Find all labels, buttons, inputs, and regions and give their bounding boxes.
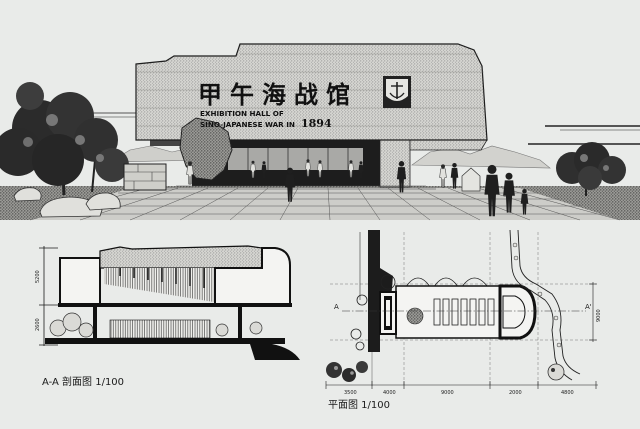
entrance-steps <box>166 185 436 190</box>
rock-outlines <box>350 274 396 351</box>
stone-wall <box>123 163 167 191</box>
axis-marker-right: A' <box>585 303 592 311</box>
plan-dim-4800: 4800 <box>561 390 574 396</box>
ground-mound <box>250 344 300 360</box>
building-title-chinese: 甲午海战馆 <box>198 80 358 109</box>
tree-left <box>0 82 129 196</box>
right-wall-base <box>409 139 488 151</box>
section-drawing: 5200 2600 A-A 剖面图 1/100 <box>35 245 300 388</box>
plan-dim-right: 9000 <box>596 309 602 322</box>
small-house-right <box>461 167 481 192</box>
distant-mountains-right <box>411 145 551 169</box>
building-title-english-line1: EXHIBITION HALL OF <box>200 109 284 118</box>
column-left <box>93 307 97 339</box>
plan-title: 平面图 1/100 <box>328 399 390 411</box>
stepping-stones <box>512 242 562 348</box>
plan-dim-4000: 4000 <box>383 390 396 396</box>
plan-dimension-line-right <box>589 282 597 342</box>
tree-right <box>556 142 626 196</box>
right-pier <box>379 139 411 188</box>
plan-drawing: A A' 3500 4000 9000 2000 4800 9000 平面图 1… <box>325 229 602 411</box>
interior-rock <box>406 307 424 325</box>
plan-dim-2000: 2000 <box>509 390 522 396</box>
floor-slab <box>58 303 292 307</box>
section-dim-5200: 5200 <box>35 270 41 283</box>
plan-dimension-line-bottom <box>325 381 598 389</box>
foreground-rocks <box>13 187 121 218</box>
right-room <box>214 247 291 306</box>
ground-line <box>45 338 285 344</box>
porch-interior <box>228 148 363 170</box>
stair-core-inner <box>386 300 390 326</box>
section-shrubs <box>49 312 263 338</box>
left-room <box>59 257 101 306</box>
seating-rows <box>433 298 495 326</box>
stage <box>502 295 526 329</box>
seat-backs <box>119 268 205 288</box>
section-dim-2600: 2600 <box>35 318 41 331</box>
plan-trees-left <box>326 361 368 382</box>
railing <box>109 319 211 339</box>
apse <box>498 284 537 340</box>
plan-shrub-right <box>547 363 565 381</box>
axis-marker-left: A <box>334 303 339 311</box>
perspective-elevation: 甲午海战馆 EXHIBITION HALL OF SINO-JAPANESE W… <box>0 43 640 221</box>
roof-mass <box>99 245 263 269</box>
building-title-english-line2: SINO-JAPANESE WAR IN <box>200 120 295 129</box>
section-title: A-A 剖面图 1/100 <box>42 375 124 388</box>
section-dimension-line <box>39 246 58 346</box>
facade <box>135 43 488 141</box>
building-title-year: 1894 <box>301 117 332 130</box>
anchor-emblem-icon <box>383 76 411 108</box>
seating-hatch <box>104 268 214 302</box>
plan-dim-9000: 9000 <box>441 390 454 396</box>
plaza <box>30 188 620 220</box>
column-right <box>238 307 242 339</box>
plan-dim-3500: 3500 <box>344 390 357 396</box>
rock-sculpture <box>179 117 233 181</box>
